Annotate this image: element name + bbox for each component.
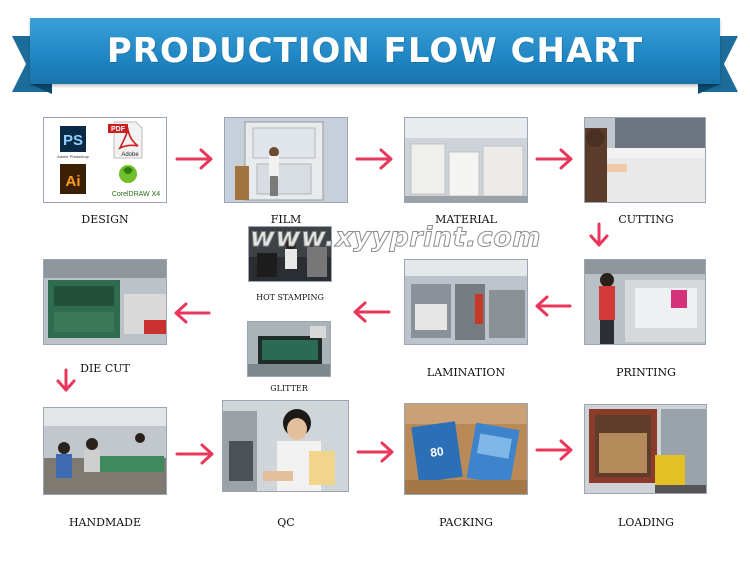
photoshop-logo-icon <box>60 126 86 152</box>
illustrator-logo-letters: Ai <box>66 173 81 190</box>
pdf-logo-caption: Adobe <box>121 152 139 158</box>
ribbon-left-fold <box>30 84 52 94</box>
banner-body: PRODUCTION FLOW CHART <box>30 18 720 84</box>
step-label-lamination: LAMINATION <box>426 366 506 379</box>
step-label-cutting: CUTTING <box>618 213 674 226</box>
coreldraw-logo-caption: CorelDRAW X4 <box>112 191 160 198</box>
hot-stamping-image <box>248 226 332 282</box>
film-image <box>224 117 348 203</box>
step-label-film: FILM <box>270 213 302 226</box>
step-label-printing: PRINTING <box>616 366 676 379</box>
step-label-material: MATERIAL <box>435 213 497 226</box>
qc-image <box>222 400 349 492</box>
step-label-glitter: GLITTER <box>270 384 308 393</box>
loading-image <box>584 404 707 494</box>
arrow-down-icon <box>56 368 76 392</box>
material-image <box>404 117 528 203</box>
design-image: PS Adobe Photoshop PDF Adobe Ai CorelDRA… <box>43 117 167 203</box>
arrow-left-icon <box>174 302 211 324</box>
step-label-die-cut: DIE CUT <box>80 362 130 375</box>
step-label-loading: LOADING <box>618 516 674 529</box>
page-title: PRODUCTION FLOW CHART <box>106 31 644 71</box>
packing-image: 80 <box>404 403 528 495</box>
arrow-right-icon <box>175 443 214 465</box>
title-banner: PRODUCTION FLOW CHART <box>0 0 750 110</box>
arrow-right-icon <box>356 441 394 463</box>
handmade-image <box>43 407 167 495</box>
step-label-packing: PACKING <box>439 516 493 529</box>
arrow-right-icon <box>175 148 213 170</box>
acrobat-swirl-icon <box>118 126 139 150</box>
cutting-image <box>584 117 706 203</box>
pdf-badge-text: PDF <box>111 126 126 133</box>
photoshop-logo-caption: Adobe Photoshop <box>57 154 90 159</box>
step-label-handmade: HANDMADE <box>68 516 142 529</box>
photoshop-logo-letters: PS <box>63 132 83 149</box>
svg-text:80: 80 <box>429 444 444 460</box>
arrow-left-icon <box>535 295 572 317</box>
pdf-badge-icon <box>108 124 128 133</box>
arrow-left-icon <box>353 301 391 323</box>
arrow-down-icon <box>589 222 609 247</box>
die-cut-image <box>43 259 167 345</box>
glitter-image <box>247 321 331 377</box>
arrow-right-icon <box>355 148 393 170</box>
step-label-design: DESIGN <box>81 213 129 226</box>
printing-image <box>584 259 706 345</box>
arrow-right-icon <box>535 439 573 461</box>
illustrator-logo-icon <box>60 164 86 194</box>
step-label-qc: QC <box>277 516 295 529</box>
watermark-text: www.xyyprint.com <box>250 222 541 254</box>
arrow-right-icon <box>535 148 573 170</box>
lamination-image <box>404 259 528 345</box>
step-label-hot-stamping: HOT STAMPING <box>256 293 324 302</box>
ribbon-right-fold <box>698 84 720 94</box>
